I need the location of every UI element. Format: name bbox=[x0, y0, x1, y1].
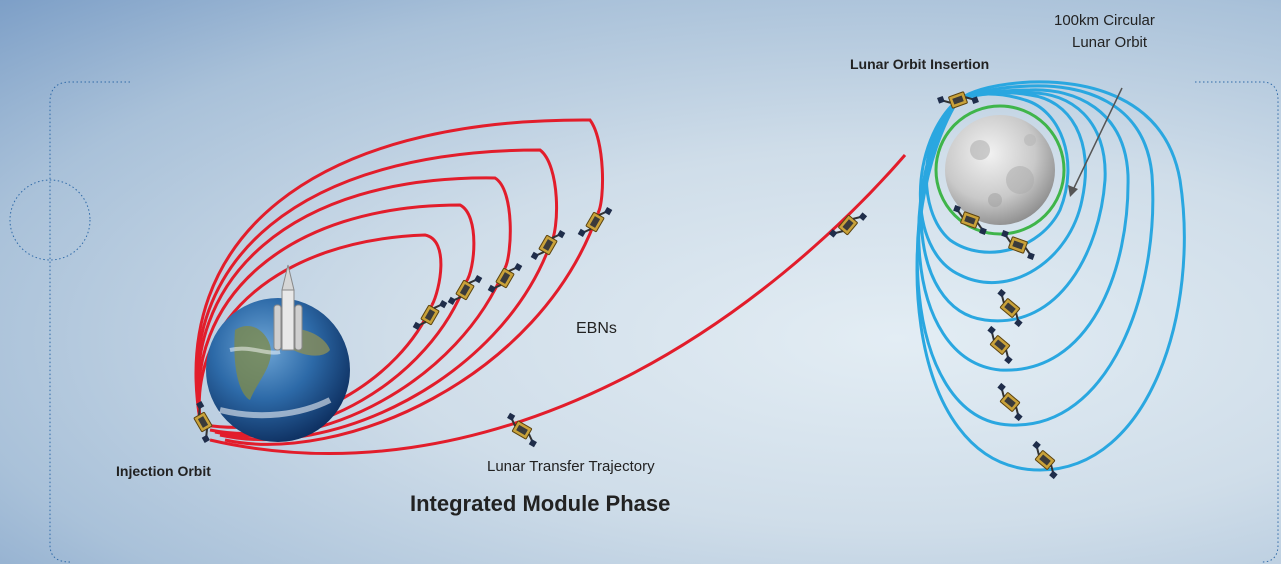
lunar-orbit-insertion-label: Lunar Orbit Insertion bbox=[850, 56, 990, 72]
circular-orbit bbox=[934, 104, 1066, 236]
spacecraft-icon bbox=[988, 381, 1032, 423]
spacecraft-icon bbox=[529, 223, 567, 267]
spacecraft-icon bbox=[996, 229, 1040, 261]
spacecraft-icon bbox=[576, 200, 614, 244]
lunar-transfer-trajectory-label: Lunar Transfer Trajectory bbox=[487, 458, 655, 475]
injection-orbit-label: Injection Orbit bbox=[116, 463, 211, 479]
spacecraft-icon bbox=[978, 324, 1022, 366]
moon-icon bbox=[945, 115, 1055, 225]
ebns-label: EBNs bbox=[576, 320, 617, 337]
spacecraft-icon bbox=[500, 411, 544, 449]
phase-title: Integrated Module Phase bbox=[410, 491, 671, 516]
circular-orbit-label: 100km Circular bbox=[1054, 12, 1155, 29]
spacecraft-icon bbox=[827, 203, 869, 247]
spacecraft-icon bbox=[184, 400, 222, 444]
lunar-orbits bbox=[915, 80, 1186, 472]
spacecraft-icon bbox=[936, 84, 980, 116]
lunar-orbit-label: Lunar Orbit bbox=[1072, 34, 1148, 51]
earth-icon bbox=[206, 298, 350, 442]
rocket-icon bbox=[273, 264, 303, 351]
spacecraft-icon bbox=[446, 268, 484, 312]
spacecraft-icon bbox=[486, 256, 524, 300]
spacecraft-icon bbox=[1023, 439, 1067, 481]
frame-border bbox=[9, 81, 1279, 563]
pointer-arrow bbox=[1068, 87, 1123, 197]
